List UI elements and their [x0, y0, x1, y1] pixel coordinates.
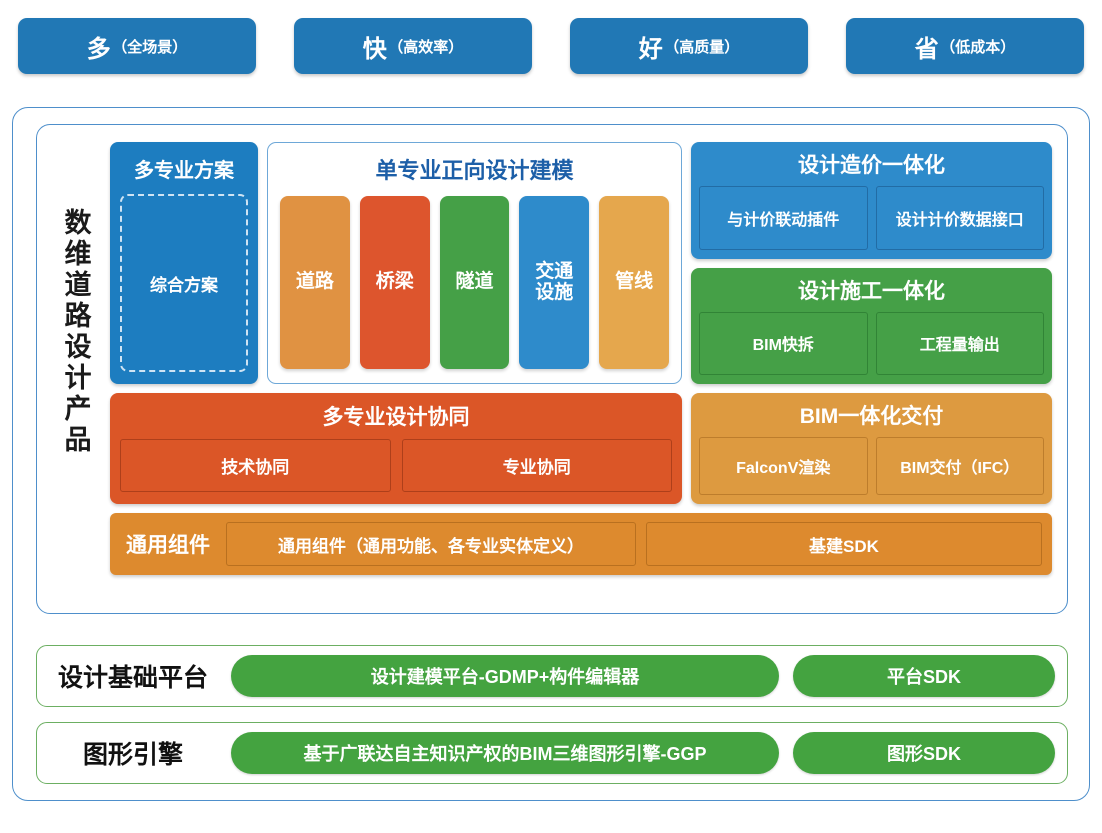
header-button-hao[interactable]: 好 （高质量） [570, 18, 808, 74]
graphics-sdk-pill[interactable]: 图形SDK [793, 732, 1055, 774]
discipline-card-road-label: 道路 [295, 271, 334, 293]
integration-column: 设计造价一体化 与计价联动插件 设计计价数据接口 设计施工一体化 BIM快拆 工… [691, 142, 1052, 384]
graphics-engine-label: 图形引擎 [82, 741, 183, 769]
integration-card-design-cost-items: 与计价联动插件 设计计价数据接口 [699, 186, 1044, 250]
discipline-card-traffic-facility-label: 交通设施 [535, 260, 574, 303]
integration-card-bim-delivery-title: BIM一体化交付 [799, 405, 944, 428]
sub-item-professional-collaboration[interactable]: 专业协同 [401, 439, 672, 492]
integration-card-bim-delivery-items: FalconV渲染 BIM交付（IFC） [699, 437, 1044, 495]
design-modeling-platform-pill[interactable]: 设计建模平台-GDMP+构件编辑器 [231, 655, 779, 697]
sub-item-bim-quick-split[interactable]: BIM快拆 [699, 311, 868, 375]
design-base-platform-row: 设计基础平台 设计建模平台-GDMP+构件编辑器 平台SDK [36, 645, 1068, 707]
header-button-hao-char: 好 [638, 35, 664, 63]
sub-item-technical-collaboration[interactable]: 技术协同 [120, 439, 391, 492]
graphics-engine-row: 图形引擎 基于广联达自主知识产权的BIM三维图形引擎-GGP 图形SDK [36, 722, 1068, 784]
graphics-engine-pill[interactable]: 基于广联达自主知识产权的BIM三维图形引擎-GGP [231, 732, 779, 774]
integration-card-design-construction[interactable]: 设计施工一体化 BIM快拆 工程量输出 [691, 267, 1052, 384]
infrastructure-sdk-box[interactable]: 基建SDK [646, 522, 1042, 566]
top-band: 多专业方案 综合方案 单专业正向设计建模 道路 桥梁 隧道 交通设施 [110, 142, 1052, 384]
discipline-card-row: 道路 桥梁 隧道 交通设施 管线 [280, 196, 669, 369]
header-button-duo-note: （全场景） [112, 38, 188, 56]
middle-band: 多专业设计协同 技术协同 专业协同 BIM一体化交付 FalconV渲染 BIM… [110, 393, 1052, 504]
discipline-card-pipeline[interactable]: 管线 [599, 196, 669, 369]
common-components-label: 通用组件 [126, 534, 210, 557]
sub-item-pricing-data-interface[interactable]: 设计计价数据接口 [875, 186, 1044, 250]
integration-card-design-construction-items: BIM快拆 工程量输出 [699, 311, 1044, 375]
integration-card-design-construction-title: 设计施工一体化 [798, 279, 945, 303]
header-button-duo-char: 多 [86, 35, 112, 63]
header-button-kuai-note: （高效率） [388, 38, 464, 56]
multi-discipline-collaboration-items: 技术协同 专业协同 [120, 439, 672, 492]
discipline-card-traffic-facility[interactable]: 交通设施 [519, 196, 590, 369]
comprehensive-scheme-box[interactable]: 综合方案 [120, 194, 248, 372]
header-button-duo[interactable]: 多 （全场景） [18, 18, 256, 74]
discipline-card-road[interactable]: 道路 [280, 196, 350, 369]
discipline-card-tunnel[interactable]: 隧道 [439, 196, 510, 369]
header-button-kuai[interactable]: 快 （高效率） [294, 18, 532, 74]
sub-item-falconv-render[interactable]: FalconV渲染 [699, 437, 868, 495]
sub-item-bim-delivery-ifc[interactable]: BIM交付（IFC） [875, 437, 1044, 495]
discipline-card-bridge[interactable]: 桥梁 [359, 196, 430, 369]
integration-card-bim-delivery[interactable]: BIM一体化交付 FalconV渲染 BIM交付（IFC） [691, 393, 1052, 504]
discipline-card-pipeline-label: 管线 [615, 271, 654, 293]
sub-item-pricing-plugin[interactable]: 与计价联动插件 [699, 186, 868, 250]
product-main-area: 多专业方案 综合方案 单专业正向设计建模 道路 桥梁 隧道 交通设施 [110, 142, 1052, 597]
multi-discipline-collaboration-title: 多专业设计协同 [322, 406, 470, 429]
header-button-sheng-char: 省 [914, 35, 940, 63]
header-button-kuai-char: 快 [362, 35, 388, 63]
outer-frame [12, 107, 1090, 801]
header-button-sheng-note: （低成本） [940, 38, 1016, 56]
common-components-band: 通用组件 通用组件（通用功能、各专业实体定义） 基建SDK [110, 513, 1052, 575]
sub-item-quantity-output[interactable]: 工程量输出 [875, 311, 1044, 375]
integration-card-design-cost[interactable]: 设计造价一体化 与计价联动插件 设计计价数据接口 [691, 142, 1052, 259]
single-discipline-modeling-panel: 单专业正向设计建模 道路 桥梁 隧道 交通设施 管线 [267, 142, 682, 384]
header-button-hao-note: （高质量） [664, 38, 740, 56]
multi-discipline-scheme-panel[interactable]: 多专业方案 综合方案 [110, 142, 258, 384]
header-button-row: 多 （全场景） 快 （高效率） 好 （高质量） 省 （低成本） [0, 0, 1102, 74]
discipline-card-tunnel-label: 隧道 [455, 271, 494, 293]
common-components-main-box[interactable]: 通用组件（通用功能、各专业实体定义） [226, 522, 636, 566]
multi-discipline-scheme-title: 多专业方案 [134, 160, 234, 182]
integration-card-design-cost-title: 设计造价一体化 [798, 154, 945, 177]
product-vertical-label: 数维道路设计产品 [60, 208, 91, 456]
header-button-sheng[interactable]: 省 （低成本） [846, 18, 1084, 74]
platform-sdk-pill[interactable]: 平台SDK [793, 655, 1055, 697]
design-base-platform-label: 设计基础平台 [57, 664, 208, 692]
single-discipline-modeling-title: 单专业正向设计建模 [375, 158, 574, 183]
product-frame [36, 124, 1068, 614]
discipline-card-bridge-label: 桥梁 [375, 271, 414, 293]
multi-discipline-collaboration-card[interactable]: 多专业设计协同 技术协同 专业协同 [110, 393, 682, 504]
